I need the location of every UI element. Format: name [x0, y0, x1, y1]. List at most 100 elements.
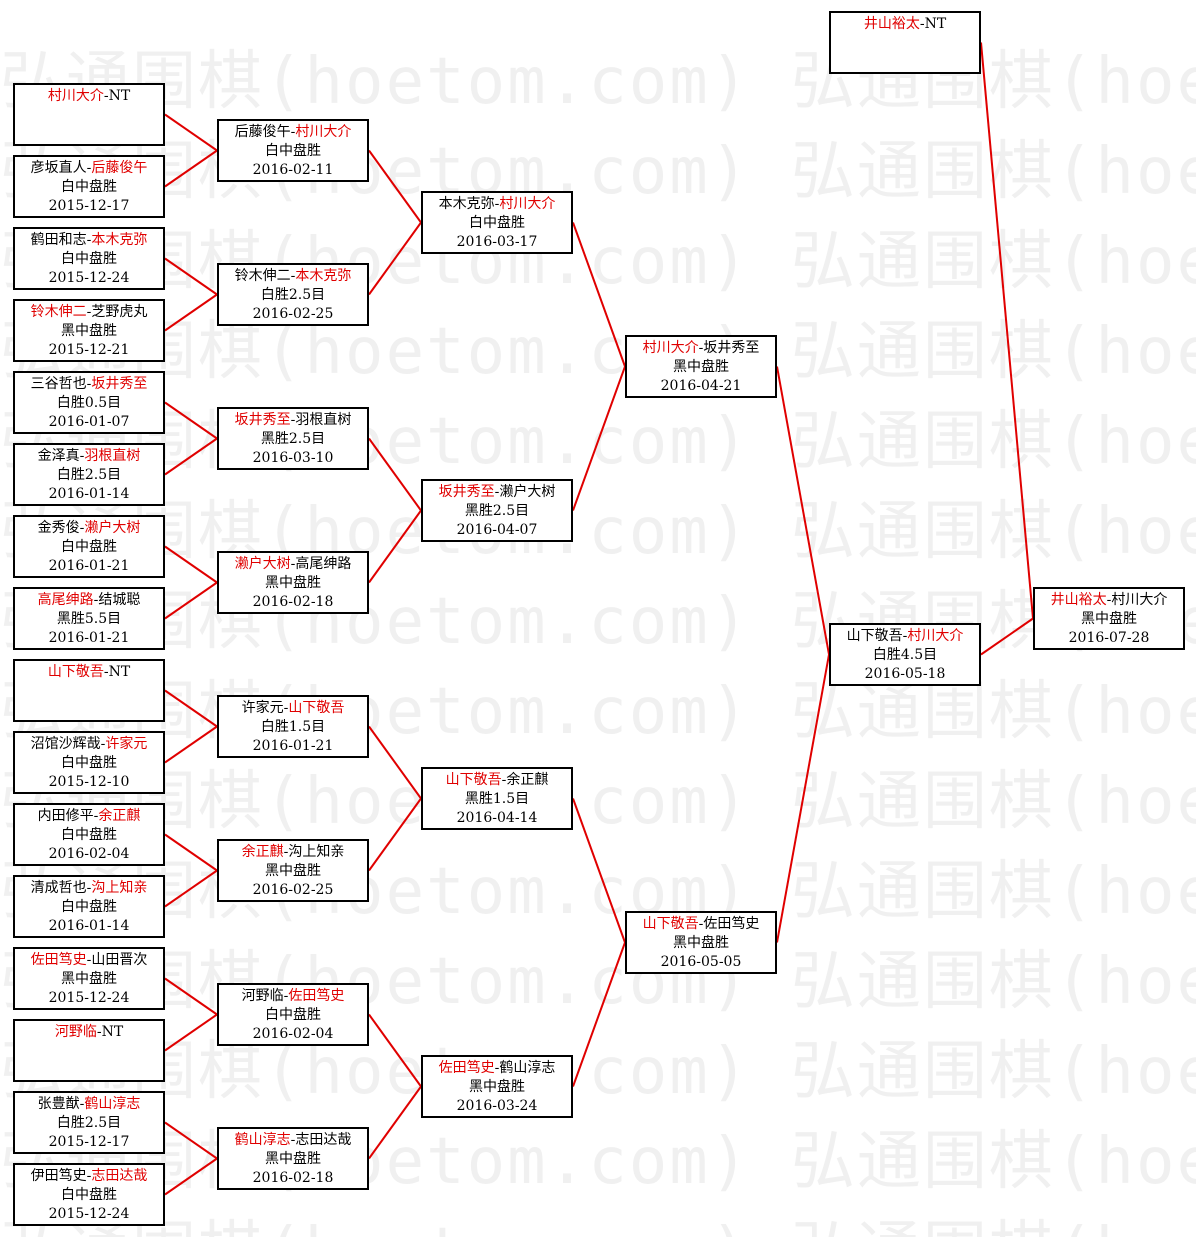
match-players: 坂井秀至-濑户大树 — [423, 483, 571, 502]
match-result: 白胜2.5目 — [56, 467, 122, 483]
bracket-connector — [368, 509, 422, 584]
match-players: 高尾绅路-结城聪 — [15, 591, 163, 610]
player-1: 张豊猷 — [37, 1096, 80, 1112]
watermark-line: 弘通围棋(hoetom.com) 弘通围棋(hoetom.com) — [0, 45, 1196, 119]
match-players: 三谷哲也-坂井秀至 — [15, 375, 163, 394]
match-result: 白中盘胜 — [61, 1187, 117, 1203]
separator: - — [86, 952, 92, 968]
match-result: 白胜0.5目 — [56, 395, 122, 411]
match-date: 2016-03-10 — [252, 450, 334, 466]
separator: - — [79, 448, 85, 464]
bracket-connector — [368, 149, 422, 224]
match-players: 山下敬吾-NT — [15, 663, 163, 682]
match-date: 2016-01-14 — [48, 918, 130, 934]
bracket-connector — [164, 977, 218, 1016]
bracket-connector — [572, 366, 626, 511]
match-players: 井山裕太-NT — [831, 15, 979, 34]
match-players: 金秀俊-濑户大树 — [15, 519, 163, 538]
separator: - — [86, 160, 92, 176]
player-2: NT — [108, 664, 131, 680]
match-date: 2016-02-18 — [252, 594, 334, 610]
match-date: 2016-01-07 — [48, 414, 130, 430]
bracket-connector — [164, 689, 218, 728]
match-players: 濑户大树-高尾绅路 — [219, 555, 367, 574]
separator: - — [290, 124, 296, 140]
bracket-connector — [164, 293, 218, 332]
separator: - — [79, 520, 85, 536]
bracket-connector — [368, 797, 422, 872]
separator: - — [283, 844, 289, 860]
match-players: 沼馆沙辉哉-许家元 — [15, 735, 163, 754]
separator: - — [290, 1132, 296, 1148]
player-2: NT — [924, 16, 947, 32]
separator: - — [86, 232, 92, 248]
separator: - — [93, 592, 99, 608]
player-2: 沟上知亲 — [288, 844, 345, 860]
player-2: 坂井秀至 — [91, 376, 148, 392]
match-players: 村川大介-NT — [15, 87, 163, 106]
watermark-line: 弘通围棋(hoetom.com) 弘通围棋(hoetom.com) — [0, 135, 1196, 209]
match-date: 2016-01-21 — [48, 630, 130, 646]
bracket-connector — [164, 401, 218, 440]
player-2: 山下敬吾 — [288, 700, 345, 716]
match-result: 黑中盘胜 — [673, 359, 729, 375]
separator: - — [283, 988, 289, 1004]
separator: - — [86, 1168, 92, 1184]
player-1: 高尾绅路 — [37, 592, 94, 608]
separator: - — [79, 1096, 85, 1112]
player-1: 山下敬吾 — [445, 772, 502, 788]
bracket-connector — [164, 149, 218, 188]
bracket-connector — [368, 725, 422, 800]
separator: - — [290, 268, 296, 284]
match-date: 2016-01-21 — [48, 558, 130, 574]
player-1: 村川大介 — [47, 88, 104, 104]
match-result: 黑胜5.5目 — [56, 611, 122, 627]
player-2: 结城聪 — [98, 592, 141, 608]
separator: - — [698, 916, 704, 932]
match-result: 白中盘胜 — [265, 1007, 321, 1023]
separator: - — [494, 196, 500, 212]
bracket-connector — [368, 221, 422, 296]
player-1: 金泽真 — [37, 448, 80, 464]
player-2: 沟上知亲 — [91, 880, 148, 896]
match-date: 2016-02-18 — [252, 1170, 334, 1186]
bracket-connector — [164, 725, 218, 764]
bracket-connector — [164, 869, 218, 908]
bracket-connector — [164, 257, 218, 296]
match-players: 井山裕太-村川大介 — [1035, 591, 1183, 610]
separator: - — [86, 880, 92, 896]
match-date: 2016-02-04 — [252, 1026, 334, 1042]
match-date: 2016-07-28 — [1068, 630, 1150, 646]
separator: - — [902, 628, 908, 644]
player-1: 山下敬吾 — [846, 628, 903, 644]
separator: - — [100, 736, 106, 752]
match-date: 2015-12-21 — [48, 342, 130, 358]
bracket-connector — [980, 42, 1034, 619]
watermark-line: 弘通围棋(hoetom.com) 弘通围棋(hoetom.com) — [0, 585, 1196, 659]
separator: - — [283, 700, 289, 716]
separator: - — [103, 88, 109, 104]
player-2: 本木克弥 — [295, 268, 352, 284]
match-result: 白胜4.5目 — [872, 647, 938, 663]
player-1: 本木克弥 — [438, 196, 495, 212]
match-result: 黑中盘胜 — [265, 575, 321, 591]
player-1: 铃木伸二 — [30, 304, 87, 320]
match-date: 2016-02-25 — [252, 306, 334, 322]
match-date: 2015-12-24 — [48, 990, 130, 1006]
match-players: 彦坂直人-后藤俊午 — [15, 159, 163, 178]
player-2: 佐田笃史 — [288, 988, 345, 1004]
match-players: 鹤山淳志-志田达哉 — [219, 1131, 367, 1150]
bracket-connector — [164, 437, 218, 476]
player-2: 村川大介 — [295, 124, 352, 140]
match-date: 2015-12-17 — [48, 198, 130, 214]
match-players: 坂井秀至-羽根直树 — [219, 411, 367, 430]
player-1: 内田修平 — [37, 808, 94, 824]
